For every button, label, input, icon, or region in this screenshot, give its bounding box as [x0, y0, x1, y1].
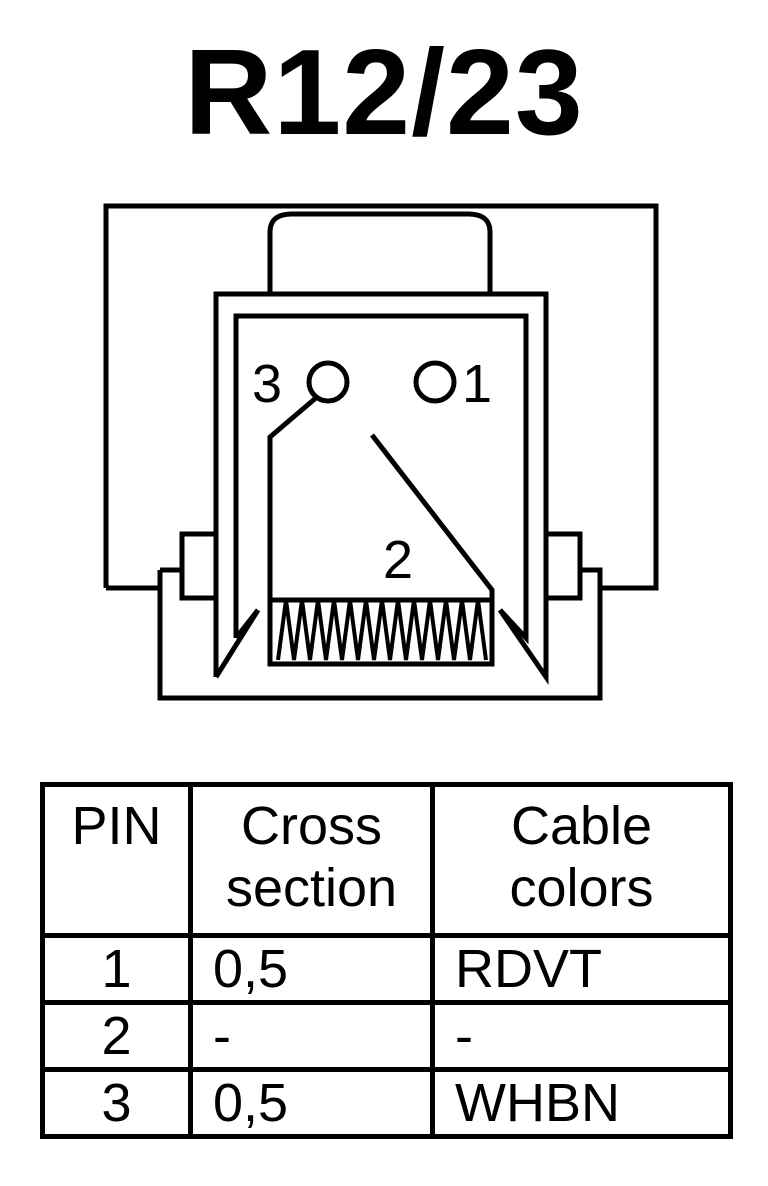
header-cable-colors: Cable colors	[430, 782, 733, 938]
cell-pin: 1	[40, 933, 193, 1005]
pin-label-3: 3	[252, 354, 282, 414]
left-tab	[179, 531, 219, 601]
table-header-row: PIN Cross section Cable colors	[40, 782, 733, 938]
connector-diagram: 3 1 2	[103, 203, 659, 701]
cell-cable-colors: RDVT	[430, 933, 733, 1005]
housing-outline	[103, 203, 659, 591]
header-pin: PIN	[40, 782, 193, 938]
cell-cross-section: -	[188, 1000, 435, 1072]
contact-3-icon	[306, 360, 350, 404]
contact-1-icon	[413, 360, 457, 404]
cell-cable-colors: WHBN	[430, 1067, 733, 1139]
spring-icon	[276, 599, 488, 661]
cell-pin: 3	[40, 1067, 193, 1139]
cell-cable-colors: -	[430, 1000, 733, 1072]
connector-title: R12/23	[184, 24, 584, 160]
insert-frame-outer	[213, 291, 549, 686]
insert-frame-inner-left-chamfer	[234, 608, 260, 640]
insert-frame-inner	[233, 313, 529, 645]
wire-contact-3	[267, 395, 319, 650]
pin-table: PIN Cross section Cable colors 1 0,5 RDV…	[40, 782, 733, 1139]
base-plate-left-tab	[160, 531, 216, 573]
table-row: 1 0,5 RDVT	[40, 933, 733, 1005]
cell-cross-section: 0,5	[188, 933, 435, 1005]
cell-pin: 2	[40, 1000, 193, 1072]
pin-label-2: 2	[383, 530, 413, 590]
table-row: 3 0,5 WHBN	[40, 1067, 733, 1139]
header-cross-section: Cross section	[188, 782, 435, 938]
pin-label-1: 1	[462, 354, 492, 414]
top-cap	[267, 211, 493, 294]
right-tab	[543, 531, 583, 601]
cell-cross-section: 0,5	[188, 1067, 435, 1139]
table-row: 2 - -	[40, 1000, 733, 1072]
